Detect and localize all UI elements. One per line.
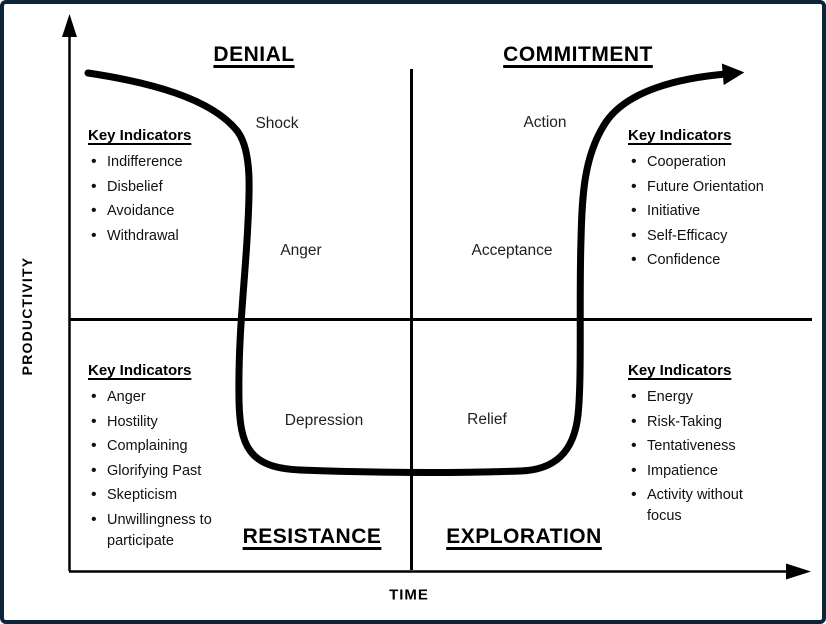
key-indicators-exploration: Key Indicators EnergyRisk-TakingTentativ… <box>628 362 766 531</box>
indicator-item: Future Orientation <box>630 176 806 198</box>
indicator-item: Anger <box>90 386 243 408</box>
key-indicators-commitment: Key Indicators CooperationFuture Orienta… <box>628 127 806 275</box>
indicator-item: Activity without focus <box>630 484 766 527</box>
x-axis-label: TIME <box>389 586 429 604</box>
stage-label-shock: Shock <box>255 115 299 132</box>
key-indicators-denial: Key Indicators IndifferenceDisbeliefAvoi… <box>88 127 258 250</box>
quadrant-title-commitment: COMMITMENT <box>503 43 653 66</box>
quadrant-title-denial: DENIAL <box>213 43 295 66</box>
key-indicators-resistance: Key Indicators AngerHostilityComplaining… <box>88 362 243 555</box>
indicator-list-commitment: CooperationFuture OrientationInitiativeS… <box>630 151 806 271</box>
key-indicators-heading: Key Indicators <box>628 127 732 144</box>
indicator-item: Complaining <box>90 435 243 457</box>
indicator-item: Withdrawal <box>90 225 258 247</box>
key-indicators-heading: Key Indicators <box>628 362 732 379</box>
stage-label-action: Action <box>523 114 567 131</box>
indicator-item: Impatience <box>630 460 766 482</box>
indicator-item: Indifference <box>90 151 258 173</box>
indicator-item: Disbelief <box>90 176 258 198</box>
quadrant-title-exploration: EXPLORATION <box>446 525 602 548</box>
indicator-item: Avoidance <box>90 200 258 222</box>
indicator-item: Energy <box>630 386 766 408</box>
indicator-item: Cooperation <box>630 151 806 173</box>
indicator-list-resistance: AngerHostilityComplainingGlorifying Past… <box>90 386 243 552</box>
y-axis-arrowhead <box>62 14 77 37</box>
stage-label-depression: Depression <box>284 412 364 429</box>
quadrant-title-resistance: RESISTANCE <box>242 525 382 548</box>
indicator-item: Hostility <box>90 411 243 433</box>
indicator-item: Skepticism <box>90 484 243 506</box>
y-axis-label: PRODUCTIVITY <box>19 256 35 376</box>
indicator-item: Self-Efficacy <box>630 225 806 247</box>
stage-label-acceptance: Acceptance <box>471 242 553 259</box>
indicator-list-denial: IndifferenceDisbeliefAvoidanceWithdrawal <box>90 151 258 247</box>
indicator-item: Tentativeness <box>630 435 766 457</box>
indicator-item: Confidence <box>630 249 806 271</box>
key-indicators-heading: Key Indicators <box>88 362 192 379</box>
x-axis-arrowhead <box>786 563 811 580</box>
indicator-item: Glorifying Past <box>90 460 243 482</box>
key-indicators-heading: Key Indicators <box>88 127 192 144</box>
stage-label-relief: Relief <box>467 411 507 428</box>
indicator-item: Unwillingness to participate <box>90 509 243 552</box>
indicator-list-exploration: EnergyRisk-TakingTentativenessImpatience… <box>630 386 766 527</box>
indicator-item: Risk-Taking <box>630 411 766 433</box>
indicator-item: Initiative <box>630 200 806 222</box>
stage-label-anger: Anger <box>280 242 322 259</box>
